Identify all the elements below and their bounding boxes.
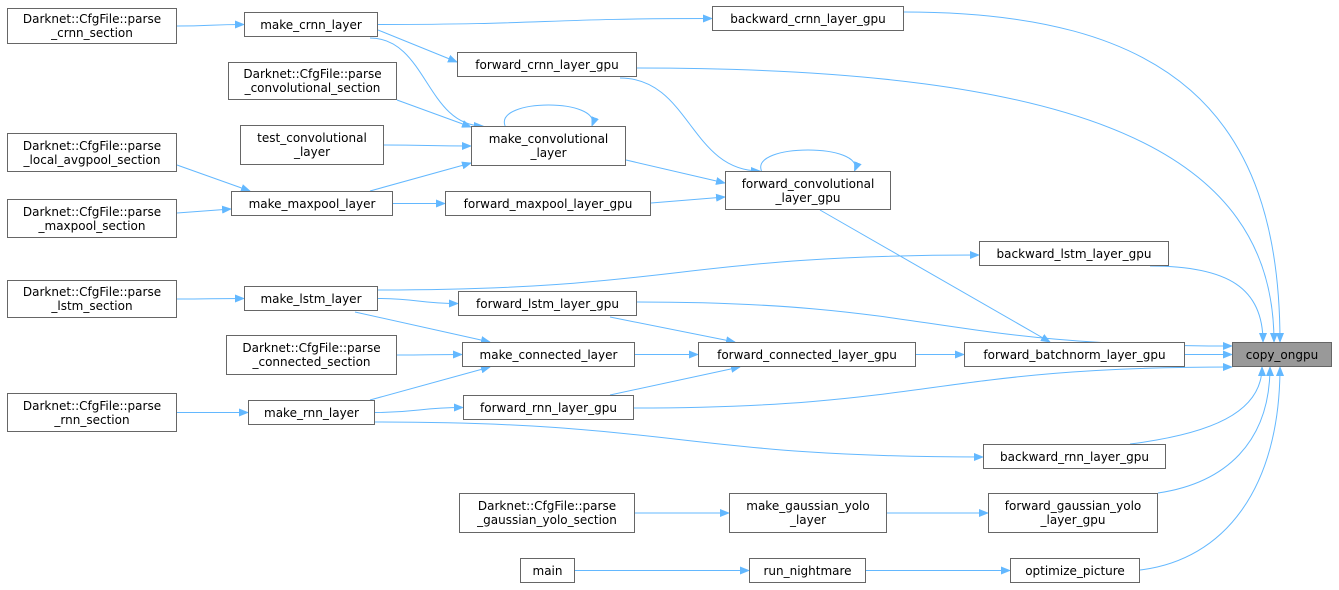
node-forward-rnn[interactable]: forward_rnn_layer_gpu <box>463 395 634 420</box>
edge-make_rnn-to-make_connected <box>369 365 491 401</box>
node-copy-ongpu[interactable]: copy_ongpu <box>1232 342 1332 367</box>
node-parse-connected[interactable]: Darknet::CfgFile::parse _connected_secti… <box>226 335 397 375</box>
edge-optimize_picture-to-copy_ongpu <box>1139 366 1284 571</box>
edge-forward_crnn-to-forward_conv <box>619 77 761 175</box>
edge-backward_lstm-to-copy_ongpu <box>1149 265 1267 343</box>
node-parse-avgpool[interactable]: Darknet::CfgFile::parse _local_avgpool_s… <box>7 133 177 172</box>
edge-forward_conv-to-forward_batchnorm <box>819 209 1051 343</box>
edge-parse_avgpool-to-make_maxpool <box>176 164 251 192</box>
edge-backward_crnn-to-copy_ongpu <box>903 11 1284 343</box>
edge-forward_gaussian-to-copy_ongpu <box>1157 366 1274 494</box>
node-run-nightmare[interactable]: run_nightmare <box>749 558 866 583</box>
edge-parse_lstm-to-make_lstm <box>176 294 245 303</box>
edge-forward_rnn-to-forward_connected <box>609 364 741 396</box>
node-main[interactable]: main <box>520 558 575 583</box>
node-forward-crnn[interactable]: forward_crnn_layer_gpu <box>457 52 637 77</box>
node-forward-connected[interactable]: forward_connected_layer_gpu <box>698 342 916 367</box>
node-forward-conv[interactable]: forward_convolutional _layer_gpu <box>725 171 891 210</box>
node-make-maxpool[interactable]: make_maxpool_layer <box>231 191 393 216</box>
node-backward-rnn[interactable]: backward_rnn_layer_gpu <box>983 444 1166 469</box>
edge-forward_lstm-to-forward_connected <box>609 316 736 345</box>
edge-parse_crnn-to-make_crnn <box>176 20 245 29</box>
node-forward-lstm[interactable]: forward_lstm_layer_gpu <box>458 291 637 316</box>
node-make-conv[interactable]: make_convolutional _layer <box>471 126 626 166</box>
node-forward-gaussian[interactable]: forward_gaussian_yolo _layer_gpu <box>988 493 1158 533</box>
node-backward-lstm[interactable]: backward_lstm_layer_gpu <box>979 241 1169 266</box>
edge-make_lstm-to-backward_lstm <box>377 251 980 291</box>
node-test-conv[interactable]: test_convolutional _layer <box>240 125 384 165</box>
edge-forward_maxpool-to-forward_conv <box>650 193 726 204</box>
edge-make_crnn-to-forward_crnn <box>377 29 458 63</box>
node-make-crnn[interactable]: make_crnn_layer <box>244 12 378 37</box>
edge-parse_connected-to-make_connected <box>396 350 463 359</box>
node-backward-crnn[interactable]: backward_crnn_layer_gpu <box>712 6 904 31</box>
node-make-gaussian[interactable]: make_gaussian_yolo _layer <box>729 493 887 533</box>
node-make-connected[interactable]: make_connected_layer <box>462 342 635 367</box>
edge-parse_maxpool-to-make_maxpool <box>176 205 232 214</box>
edge-forward_crnn-to-copy_ongpu <box>636 67 1278 343</box>
node-parse-lstm[interactable]: Darknet::CfgFile::parse _lstm_section <box>7 280 177 318</box>
node-parse-rnn[interactable]: Darknet::CfgFile::parse _rnn_section <box>7 393 177 432</box>
edge-forward_lstm-to-copy_ongpu <box>636 301 1233 350</box>
edge-make_rnn-to-forward_rnn <box>374 403 464 413</box>
node-forward-batchnorm[interactable]: forward_batchnorm_layer_gpu <box>964 342 1185 367</box>
node-parse-maxpool[interactable]: Darknet::CfgFile::parse _maxpool_section <box>7 199 177 238</box>
edge-make_lstm-to-make_connected <box>354 311 491 344</box>
edge-make_crnn-to-backward_crnn <box>377 14 713 25</box>
node-make-lstm[interactable]: make_lstm_layer <box>244 286 378 311</box>
edge-test_conv-to-make_conv <box>383 141 472 150</box>
edge-make_rnn-to-backward_rnn <box>374 421 984 461</box>
node-forward-maxpool[interactable]: forward_maxpool_layer_gpu <box>445 191 651 216</box>
edge-forward_conv-to-forward_conv <box>760 149 862 172</box>
node-parse-crnn[interactable]: Darknet::CfgFile::parse _crnn_section <box>7 8 177 44</box>
edge-make_maxpool-to-make_conv <box>369 161 472 192</box>
edge-make_conv-to-make_conv <box>504 104 599 127</box>
node-parse-gaussian[interactable]: Darknet::CfgFile::parse _gaussian_yolo_s… <box>459 493 635 533</box>
edge-backward_rnn-to-copy_ongpu <box>1129 366 1266 445</box>
node-optimize-picture[interactable]: optimize_picture <box>1010 558 1140 583</box>
node-parse-conv[interactable]: Darknet::CfgFile::parse _convolutional_s… <box>228 62 397 100</box>
node-make-rnn[interactable]: make_rnn_layer <box>248 400 375 425</box>
edge-make_lstm-to-forward_lstm <box>377 298 459 308</box>
edge-parse_conv-to-make_conv <box>396 99 472 128</box>
edge-forward_rnn-to-copy_ongpu <box>633 363 1233 409</box>
edge-make_conv-to-forward_conv <box>625 159 726 185</box>
